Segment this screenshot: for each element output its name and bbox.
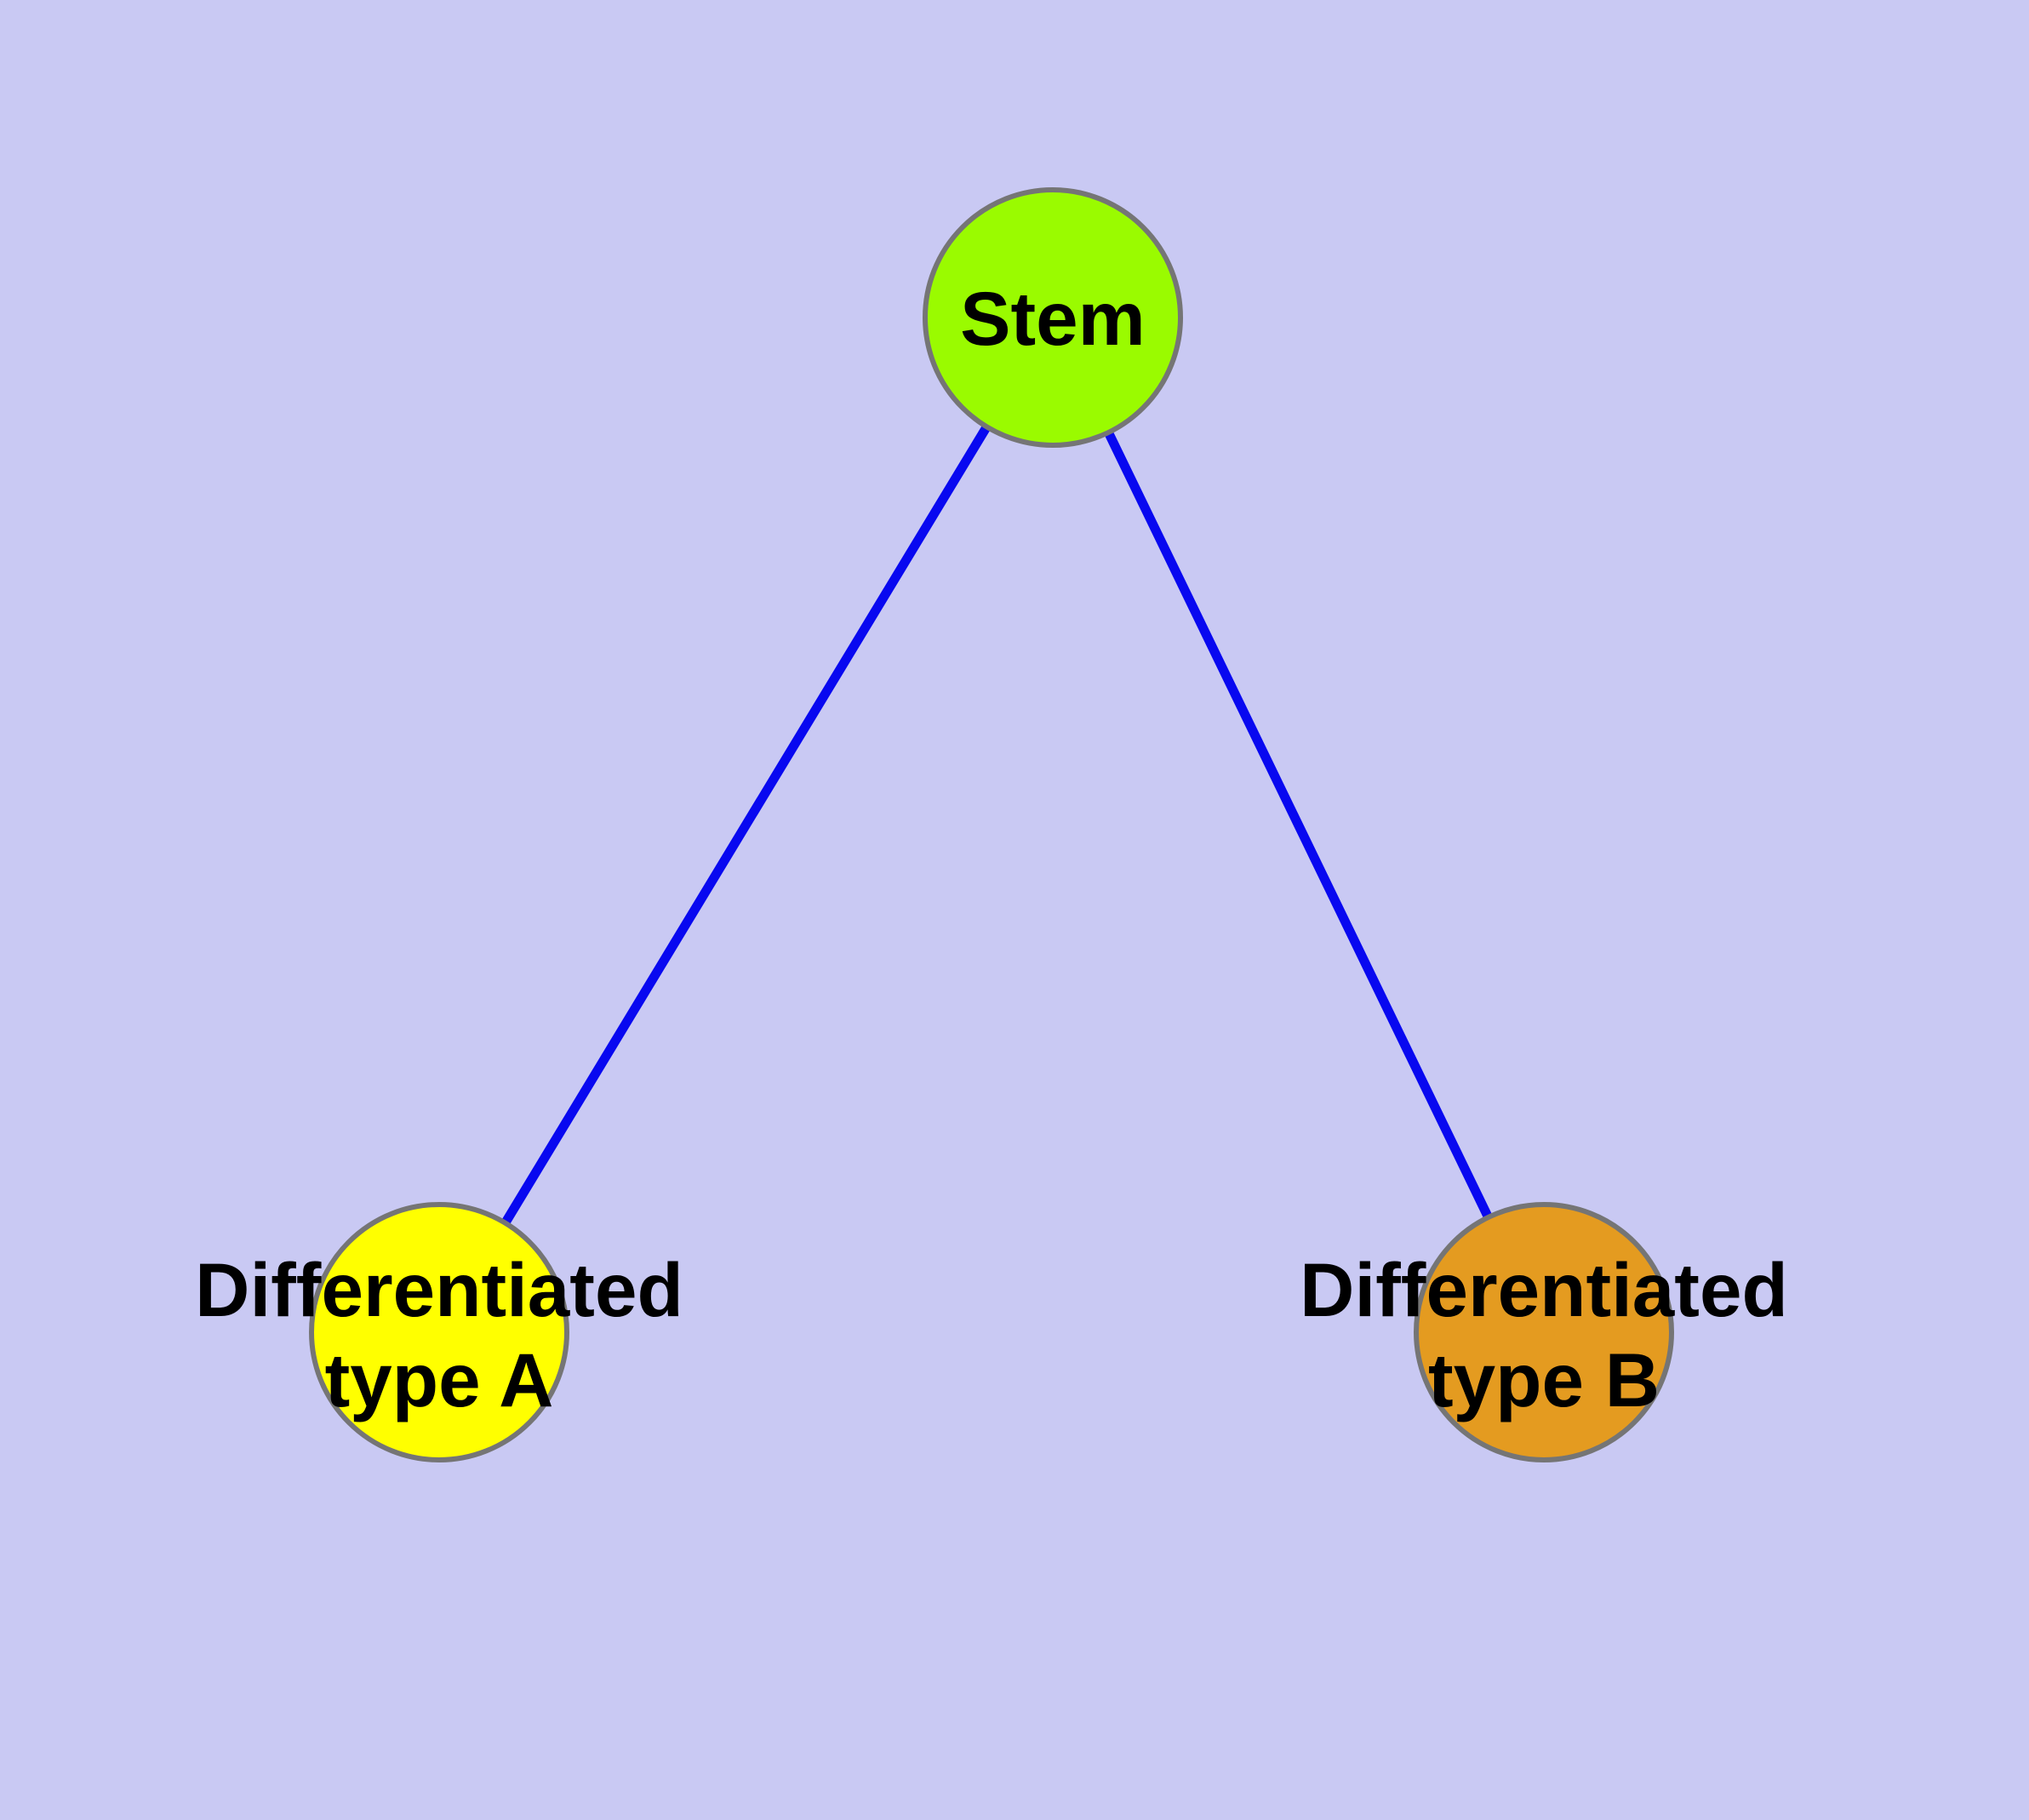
edge-stem-to-type-b xyxy=(1049,315,1548,1335)
node-stem: Stem xyxy=(923,187,1183,448)
node-type-a-circle xyxy=(309,1202,569,1462)
node-type-b-label-line2: type B xyxy=(1428,1337,1660,1422)
node-type-a: Differentiated type A xyxy=(195,1202,683,1462)
node-type-b-label-line1: Differentiated xyxy=(1300,1247,1788,1332)
node-stem-label: Stem xyxy=(960,276,1146,361)
node-type-b: Differentiated type B xyxy=(1300,1202,1788,1462)
node-type-a-label-line1: Differentiated xyxy=(195,1247,683,1332)
node-stem-circle xyxy=(923,187,1183,448)
node-type-a-label-line2: type A xyxy=(325,1337,554,1422)
node-type-b-circle xyxy=(1414,1202,1674,1462)
edge-stem-to-type-a xyxy=(435,315,1057,1335)
